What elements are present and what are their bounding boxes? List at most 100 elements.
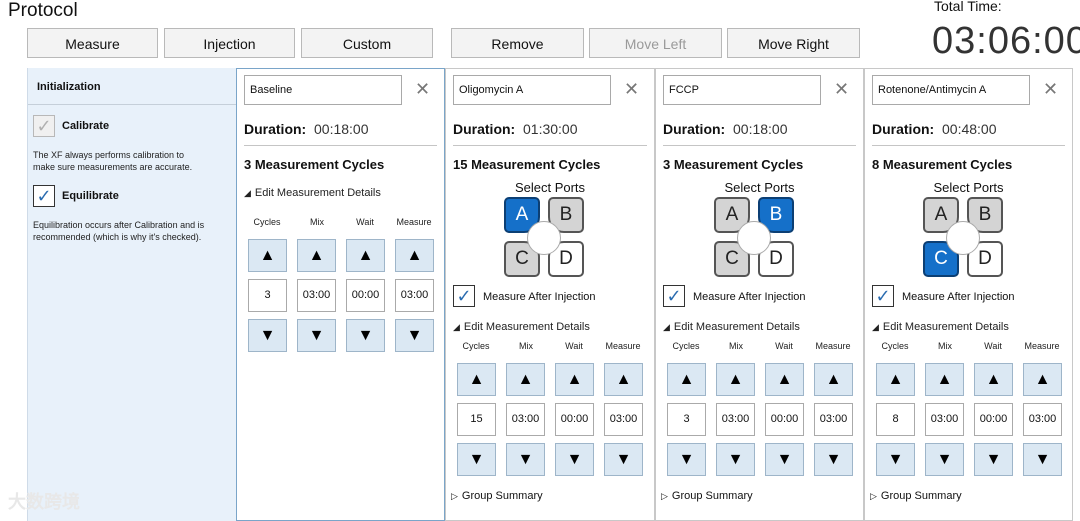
mix-up-button[interactable]: ▲ xyxy=(297,239,336,272)
mix-value-field[interactable]: 03:00 xyxy=(716,403,755,436)
measure-down-button[interactable]: ▼ xyxy=(1023,443,1062,476)
expanded-triangle-icon: ◢ xyxy=(663,322,670,332)
close-icon[interactable]: ✕ xyxy=(415,79,431,99)
step-panel-oligomycin-a: Oligomycin A ✕ Duration: 01:30:00 15 Mea… xyxy=(445,68,655,521)
step-panel-rotenone-antimycin-a: Rotenone/Antimycin A ✕ Duration: 00:48:0… xyxy=(864,68,1073,521)
port-c-button[interactable]: C xyxy=(923,241,959,277)
col-head-measure: Measure xyxy=(1024,341,1060,351)
port-c-button[interactable]: C xyxy=(504,241,540,277)
mix-down-button[interactable]: ▼ xyxy=(925,443,964,476)
mix-down-button[interactable]: ▼ xyxy=(506,443,545,476)
cycles-up-button[interactable]: ▲ xyxy=(248,239,287,272)
step-name-input[interactable]: Baseline xyxy=(244,75,402,105)
mix-up-button[interactable]: ▲ xyxy=(925,363,964,396)
port-b-button[interactable]: B xyxy=(967,197,1003,233)
mix-down-button[interactable]: ▼ xyxy=(297,319,336,352)
measure-up-button[interactable]: ▲ xyxy=(604,363,643,396)
cycles-up-button[interactable]: ▲ xyxy=(667,363,706,396)
measure-down-button[interactable]: ▼ xyxy=(604,443,643,476)
cycles-down-button[interactable]: ▼ xyxy=(667,443,706,476)
mix-value-field[interactable]: 03:00 xyxy=(297,279,336,312)
step-duration: Duration: 00:48:00 xyxy=(872,121,997,137)
col-head-measure: Measure xyxy=(815,341,851,351)
col-head-wait: Wait xyxy=(565,341,583,351)
port-c-button[interactable]: C xyxy=(714,241,750,277)
port-a-button[interactable]: A xyxy=(504,197,540,233)
injection-button[interactable]: Injection xyxy=(164,28,295,58)
edit-measurement-details-toggle[interactable]: ◢Edit Measurement Details xyxy=(244,187,381,199)
group-summary-toggle[interactable]: ▷Group Summary xyxy=(661,490,753,502)
wait-value-field[interactable]: 00:00 xyxy=(346,279,385,312)
close-icon[interactable]: ✕ xyxy=(1043,79,1059,99)
edit-measurement-details-toggle[interactable]: ◢Edit Measurement Details xyxy=(453,321,590,333)
measure-value-field[interactable]: 03:00 xyxy=(395,279,434,312)
wait-value-field[interactable]: 00:00 xyxy=(765,403,804,436)
collapsed-triangle-icon: ▷ xyxy=(451,491,458,501)
edit-measurement-details-toggle[interactable]: ◢Edit Measurement Details xyxy=(663,321,800,333)
wait-up-button[interactable]: ▲ xyxy=(765,363,804,396)
cycles-down-button[interactable]: ▼ xyxy=(876,443,915,476)
duration-value: 00:18:00 xyxy=(733,121,788,137)
measure-button[interactable]: Measure xyxy=(27,28,158,58)
calibrate-note-line-1: The XF always performs calibration to xyxy=(33,150,185,160)
group-summary-toggle[interactable]: ▷Group Summary xyxy=(451,490,543,502)
duration-value: 01:30:00 xyxy=(523,121,578,137)
measure-up-button[interactable]: ▲ xyxy=(1023,363,1062,396)
duration-label: Duration: xyxy=(872,121,935,137)
select-ports-title: Select Ports xyxy=(933,180,1004,195)
measure-value-field[interactable]: 03:00 xyxy=(1023,403,1062,436)
custom-button[interactable]: Custom xyxy=(301,28,433,58)
measure-up-button[interactable]: ▲ xyxy=(395,239,434,272)
wait-down-button[interactable]: ▼ xyxy=(765,443,804,476)
move-left-button[interactable]: Move Left xyxy=(589,28,722,58)
cycles-up-button[interactable]: ▲ xyxy=(457,363,496,396)
wait-down-button[interactable]: ▼ xyxy=(555,443,594,476)
collapsed-triangle-icon: ▷ xyxy=(661,491,668,501)
wait-down-button[interactable]: ▼ xyxy=(346,319,385,352)
edit-measurement-details-label: Edit Measurement Details xyxy=(673,321,800,333)
wait-up-button[interactable]: ▲ xyxy=(974,363,1013,396)
cycles-value-field[interactable]: 3 xyxy=(248,279,287,312)
col-head-cycles: Cycles xyxy=(672,341,700,351)
measure-up-button[interactable]: ▲ xyxy=(814,363,853,396)
mix-value-field[interactable]: 03:00 xyxy=(506,403,545,436)
cycles-value-field[interactable]: 8 xyxy=(876,403,915,436)
mix-up-button[interactable]: ▲ xyxy=(506,363,545,396)
measure-value-field[interactable]: 03:00 xyxy=(814,403,853,436)
cycles-value-field[interactable]: 3 xyxy=(667,403,706,436)
edit-measurement-details-label: Edit Measurement Details xyxy=(254,187,381,199)
close-icon[interactable]: ✕ xyxy=(624,79,640,99)
mix-down-button[interactable]: ▼ xyxy=(716,443,755,476)
mix-value-field[interactable]: 03:00 xyxy=(925,403,964,436)
cycles-value-field[interactable]: 15 xyxy=(457,403,496,436)
col-head-wait: Wait xyxy=(984,341,1002,351)
step-name-input[interactable]: FCCP xyxy=(663,75,821,105)
equilibrate-checkbox[interactable]: ✓ xyxy=(33,185,55,207)
group-summary-toggle[interactable]: ▷Group Summary xyxy=(870,490,962,502)
calibrate-checkbox[interactable]: ✓ xyxy=(33,115,55,137)
measure-after-injection-checkbox[interactable]: ✓ xyxy=(872,285,894,307)
measurement-cycles-title: 3 Measurement Cycles xyxy=(244,157,385,172)
measure-after-injection-checkbox[interactable]: ✓ xyxy=(663,285,685,307)
cycles-down-button[interactable]: ▼ xyxy=(457,443,496,476)
close-icon[interactable]: ✕ xyxy=(834,79,850,99)
move-right-button[interactable]: Move Right xyxy=(727,28,860,58)
wait-up-button[interactable]: ▲ xyxy=(346,239,385,272)
step-name-input[interactable]: Rotenone/Antimycin A xyxy=(872,75,1030,105)
wait-up-button[interactable]: ▲ xyxy=(555,363,594,396)
expanded-triangle-icon: ◢ xyxy=(453,322,460,332)
cycles-down-button[interactable]: ▼ xyxy=(248,319,287,352)
remove-button[interactable]: Remove xyxy=(451,28,584,58)
mix-up-button[interactable]: ▲ xyxy=(716,363,755,396)
measure-down-button[interactable]: ▼ xyxy=(814,443,853,476)
measure-down-button[interactable]: ▼ xyxy=(395,319,434,352)
wait-value-field[interactable]: 00:00 xyxy=(974,403,1013,436)
measure-value-field[interactable]: 03:00 xyxy=(604,403,643,436)
edit-measurement-details-toggle[interactable]: ◢Edit Measurement Details xyxy=(872,321,1009,333)
cycles-up-button[interactable]: ▲ xyxy=(876,363,915,396)
step-name-input[interactable]: Oligomycin A xyxy=(453,75,611,105)
wait-down-button[interactable]: ▼ xyxy=(974,443,1013,476)
measure-after-injection-checkbox[interactable]: ✓ xyxy=(453,285,475,307)
wait-value-field[interactable]: 00:00 xyxy=(555,403,594,436)
step-duration: Duration: 00:18:00 xyxy=(244,121,369,137)
